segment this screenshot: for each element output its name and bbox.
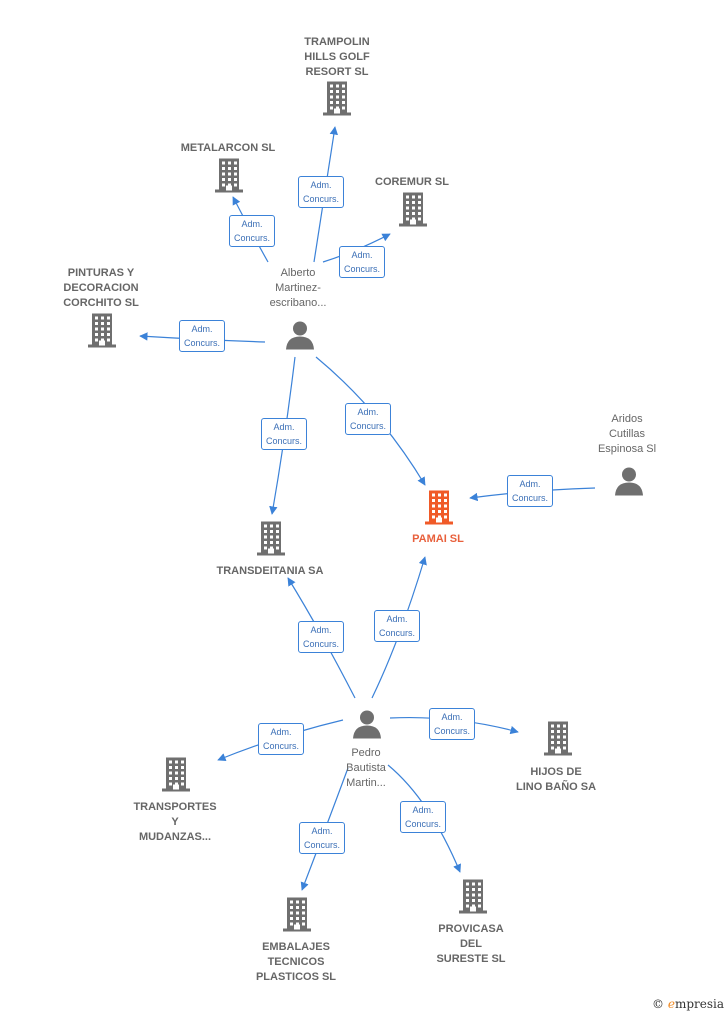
- building-icon-provicasa[interactable]: [459, 879, 487, 919]
- building-icon-transdeitania[interactable]: [257, 521, 285, 561]
- node-label-aridos[interactable]: Aridos Cutillas Espinosa Sl: [597, 413, 657, 455]
- edge-label-pedro-provicasa[interactable]: Adm. Concurs.: [399, 801, 447, 833]
- building-icon-pinturas[interactable]: [88, 313, 116, 353]
- building-icon-transportes[interactable]: [162, 757, 190, 797]
- brand-footer[interactable]: © empresia: [652, 997, 724, 1011]
- person-icon-alberto[interactable]: [285, 320, 315, 355]
- edge-label-pedro-transportes[interactable]: Adm. Concurs.: [257, 723, 305, 755]
- building-icon-embalajes[interactable]: [283, 897, 311, 937]
- node-label-transdeitania[interactable]: TRANSDEITANIA SA: [216, 565, 324, 577]
- edge-label-pedro-hijos[interactable]: Adm. Concurs.: [428, 708, 476, 740]
- edge-label-alberto-pinturas[interactable]: Adm. Concurs.: [178, 320, 226, 352]
- edge-label-alberto-coremur[interactable]: Adm. Concurs.: [338, 246, 386, 278]
- person-icon-aridos[interactable]: [614, 466, 644, 501]
- edge-label-aridos-pamai[interactable]: Adm. Concurs.: [506, 475, 554, 507]
- brand-name: mpresia: [674, 997, 724, 1011]
- node-label-pedro[interactable]: Pedro Bautista Martin...: [346, 747, 386, 789]
- building-icon-pamai[interactable]: [425, 490, 453, 530]
- node-label-coremur[interactable]: COREMUR SL: [375, 176, 449, 188]
- node-label-alberto[interactable]: Alberto Martinez- escribano...: [269, 267, 327, 309]
- node-label-provicasa[interactable]: PROVICASA DEL SURESTE SL: [436, 923, 506, 965]
- building-icon-hijos[interactable]: [544, 721, 572, 761]
- node-label-hijos[interactable]: HIJOS DE LINO BAÑO SA: [515, 766, 597, 793]
- edge-label-pedro-embalajes[interactable]: Adm. Concurs.: [298, 822, 346, 854]
- node-label-embalajes[interactable]: EMBALAJES TECNICOS PLASTICOS SL: [255, 941, 337, 983]
- brand-initial: e: [667, 997, 675, 1011]
- edge-label-pedro-transdeitania[interactable]: Adm. Concurs.: [297, 621, 345, 653]
- edge-label-alberto-pamai[interactable]: Adm. Concurs.: [344, 403, 392, 435]
- building-icon-trampolin[interactable]: [323, 81, 351, 121]
- edge-label-alberto-metalarcon[interactable]: Adm. Concurs.: [228, 215, 276, 247]
- node-label-trampolin[interactable]: TRAMPOLIN HILLS GOLF RESORT SL: [304, 36, 370, 78]
- node-label-transportes[interactable]: TRANSPORTES Y MUDANZAS...: [133, 801, 217, 843]
- edge-label-pedro-pamai[interactable]: Adm. Concurs.: [373, 610, 421, 642]
- node-label-pamai[interactable]: PAMAI SL: [412, 533, 464, 545]
- building-icon-metalarcon[interactable]: [215, 158, 243, 198]
- node-label-pinturas[interactable]: PINTURAS Y DECORACION CORCHITO SL: [63, 267, 139, 309]
- edge-label-alberto-trampolin[interactable]: Adm. Concurs.: [297, 176, 345, 208]
- copyright-symbol: ©: [652, 997, 664, 1011]
- node-label-metalarcon[interactable]: METALARCON SL: [180, 142, 276, 154]
- building-icon-coremur[interactable]: [399, 192, 427, 232]
- edge-label-alberto-transdeitania[interactable]: Adm. Concurs.: [260, 418, 308, 450]
- person-icon-pedro[interactable]: [352, 709, 382, 744]
